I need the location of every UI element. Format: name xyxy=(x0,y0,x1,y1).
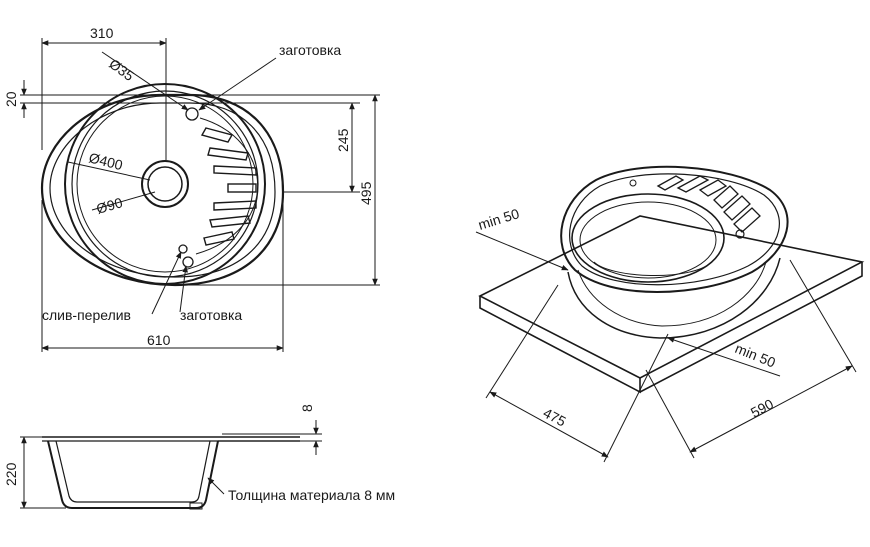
dim-245: 245 xyxy=(335,128,351,152)
drainer-slot xyxy=(227,183,257,193)
iso-drainer-slots xyxy=(656,175,761,233)
overflow-hole xyxy=(178,244,188,254)
iso-bowl-inner xyxy=(571,193,725,283)
drainer-slot xyxy=(209,215,251,228)
drain-outer xyxy=(141,160,189,208)
leader-min-50-left xyxy=(475,231,569,271)
leader-drain-overflow xyxy=(151,251,182,315)
leader-blank-top xyxy=(198,57,277,111)
bowl-bottom xyxy=(76,95,254,273)
leader-min-50-right xyxy=(667,337,781,377)
dim-220: 220 xyxy=(3,462,19,486)
isometric-view: min 50 min 50 475 590 xyxy=(475,165,865,463)
dim-dia-90: Ø90 xyxy=(94,194,124,217)
leader-dia-90 xyxy=(91,191,156,211)
dim-line-590 xyxy=(689,365,853,453)
dim-610: 610 xyxy=(147,332,171,348)
dim-310: 310 xyxy=(90,25,114,41)
countertop-top xyxy=(478,215,865,379)
drain-inner xyxy=(147,166,183,202)
dim-dia-400: Ø400 xyxy=(87,149,124,173)
side-bowl-inner xyxy=(55,440,211,503)
dim-20: 20 xyxy=(3,91,19,107)
leader-blank-bottom xyxy=(179,265,188,313)
iso-drainer-slot xyxy=(676,175,710,193)
iso-drainer-slot xyxy=(713,185,739,209)
drainer-slot xyxy=(203,231,235,246)
side-drain xyxy=(189,502,203,510)
drainer-slot xyxy=(213,165,257,176)
side-view: 220 8 Толщина материала 8 мм xyxy=(3,404,395,510)
iso-bowl-body xyxy=(567,257,781,339)
dim-line-475 xyxy=(489,391,609,458)
dim-dia-35: Ø35 xyxy=(106,55,137,84)
side-bowl-outer xyxy=(47,440,219,509)
bowl-outer xyxy=(64,83,266,285)
dim-min-50-left: min 50 xyxy=(476,205,521,233)
countertop-side xyxy=(479,296,641,394)
label-blank-top: заготовка xyxy=(279,42,341,58)
drainer-edge xyxy=(195,117,259,255)
drainer-slot xyxy=(207,147,249,161)
sink-rim-inner xyxy=(49,102,276,278)
label-thickness: Толщина материала 8 мм xyxy=(228,487,395,503)
iso-drainer-slot xyxy=(656,175,685,191)
leader-thickness xyxy=(207,477,225,495)
dim-590: 590 xyxy=(748,395,776,420)
top-view: 310 610 245 495 20 Ø35 Ø400 Ø90 заготовк… xyxy=(3,25,380,352)
sink-outline xyxy=(40,93,285,287)
iso-sink-rim xyxy=(560,165,789,293)
iso-drainer-slot xyxy=(733,207,761,233)
drainer-slots xyxy=(200,127,257,246)
label-drain-overflow: слив-перелив xyxy=(42,307,131,323)
label-blank-bottom: заготовка xyxy=(180,307,242,323)
dim-495: 495 xyxy=(358,181,374,205)
blank-hole-top xyxy=(185,107,199,121)
iso-drainer-slot xyxy=(723,195,751,221)
dim-min-50-right: min 50 xyxy=(733,340,778,371)
dim-475: 475 xyxy=(541,405,569,430)
drainer-slot xyxy=(213,200,257,211)
leader-dia-400 xyxy=(67,161,151,181)
drainer-slot xyxy=(200,127,234,143)
blank-hole-bottom xyxy=(182,256,194,268)
dim-8: 8 xyxy=(299,404,315,412)
leader-dia-35 xyxy=(101,51,189,111)
iso-drainer-slot xyxy=(698,179,728,197)
